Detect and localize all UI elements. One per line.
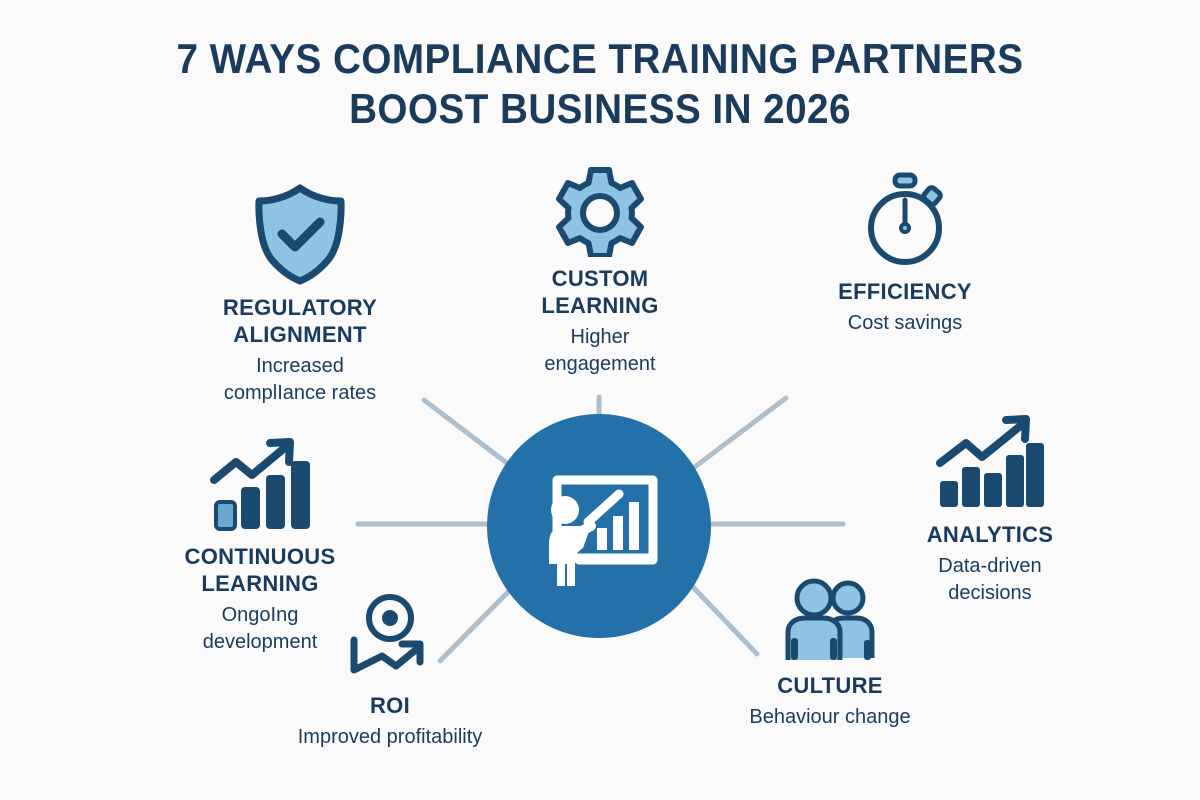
- node-description: Data-driven decisions: [938, 555, 1042, 604]
- trainer-whiteboard-icon: [549, 475, 658, 586]
- icon-container: [155, 182, 445, 286]
- node-analytics: ANALYTICS Data-driven decisions: [860, 415, 1120, 607]
- title-line-2: BOOST BUSINESS IN 2026: [349, 85, 851, 132]
- hub-circle: [487, 414, 711, 638]
- stopwatch-icon: [868, 172, 943, 265]
- page-title: 7 WAYS COMPLIANCE TRAINING PARTNERS BOOS…: [48, 34, 1152, 134]
- node-custom-learning: CUSTOM LEARNING Higher engagement: [470, 165, 730, 378]
- node-culture: CULTURE Behaviour change: [700, 578, 960, 731]
- node-label: CULTURE: [777, 673, 883, 698]
- gear-icon: [556, 167, 644, 257]
- node-label: EFFICIENCY: [838, 279, 972, 304]
- node-description: Improved profitability: [297, 726, 483, 748]
- shield-check-icon: [255, 184, 345, 285]
- node-regulatory-alignment: REGULATORY ALIGNMENT Increased complIanc…: [155, 182, 445, 407]
- spoke-line-upper-right: [685, 395, 789, 475]
- node-label: ANALYTICS: [926, 522, 1054, 547]
- icon-container: [125, 437, 395, 535]
- icon-container: [775, 170, 1035, 270]
- node-continuous-learning: CONTINUOUS LEARNING OngoIng development: [125, 437, 395, 656]
- node-efficiency: EFFICIENCY Cost savings: [775, 170, 1035, 337]
- node-label: CUSTOM LEARNING: [541, 266, 659, 318]
- icon-container: [255, 592, 525, 684]
- node-description: OngoIng development: [202, 604, 318, 653]
- spoke-line-upper-left: [421, 397, 519, 473]
- spoke-line-lower-left: [437, 585, 515, 664]
- growth-bars-arrow-icon: [210, 438, 310, 531]
- node-description: Cost savings: [847, 312, 963, 334]
- node-roi: ROI Improved profitability: [255, 592, 525, 751]
- analytics-bars-arrow-icon: [936, 415, 1044, 507]
- title-line-1: 7 WAYS COMPLIANCE TRAINING PARTNERS: [176, 35, 1024, 82]
- icon-container: [700, 578, 960, 664]
- spoke-line-lower-right: [687, 581, 760, 657]
- node-label: CONTINUOUS LEARNING: [184, 544, 336, 596]
- node-label: ROI: [369, 693, 410, 718]
- icon-container: [470, 165, 730, 257]
- node-label: REGULATORY ALIGNMENT: [222, 295, 378, 347]
- node-description: Higher engagement: [544, 326, 656, 375]
- node-description: Behaviour change: [749, 706, 911, 728]
- coin-trend-icon: [350, 594, 424, 674]
- icon-container: [860, 415, 1120, 513]
- node-description: Increased complIance rates: [223, 355, 377, 404]
- people-group-icon: [785, 578, 875, 660]
